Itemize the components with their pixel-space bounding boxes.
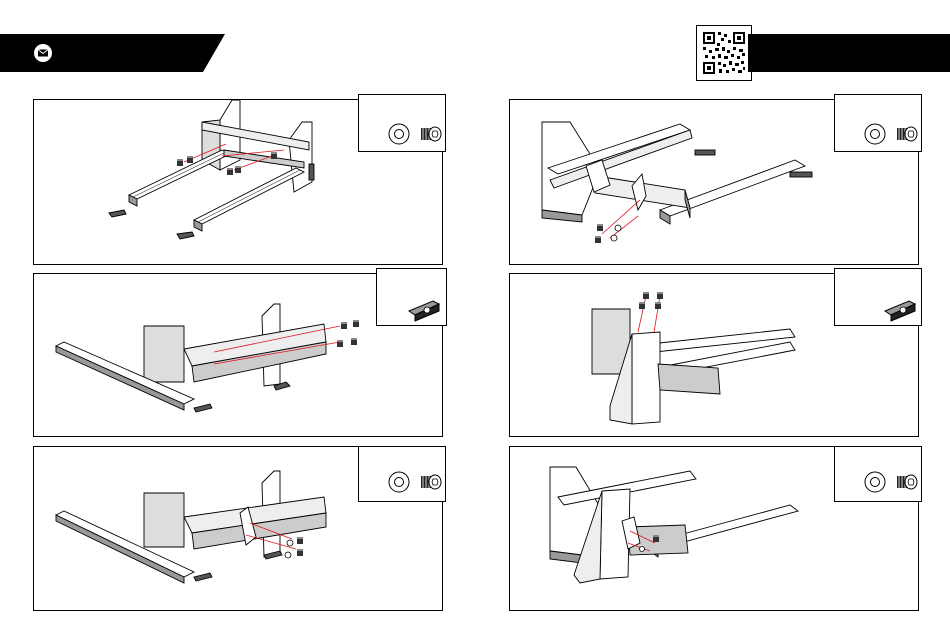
qr-code-icon[interactable]: [696, 25, 752, 81]
bolt-icon: [421, 475, 441, 489]
washer-icon: [389, 124, 409, 144]
header-band-left: [0, 34, 225, 72]
step-6-parts-inset: [834, 446, 922, 502]
step-1-parts-inset: [358, 94, 446, 152]
bolt-icon: [897, 475, 917, 489]
step-4-parts-inset: [834, 268, 922, 326]
washer-icon: [389, 472, 409, 492]
bolt-icon: [897, 127, 917, 141]
bolt-icon: [421, 127, 441, 141]
envelope-icon[interactable]: [34, 44, 52, 62]
washer-icon: [865, 124, 885, 144]
step-3-parts-inset: [376, 268, 447, 326]
t-nut-icon: [409, 301, 439, 321]
header-band-right: [748, 34, 950, 72]
step-5-parts-inset: [358, 446, 446, 502]
t-nut-icon: [885, 301, 915, 321]
step-2-parts-inset: [834, 94, 922, 152]
washer-icon: [865, 472, 885, 492]
